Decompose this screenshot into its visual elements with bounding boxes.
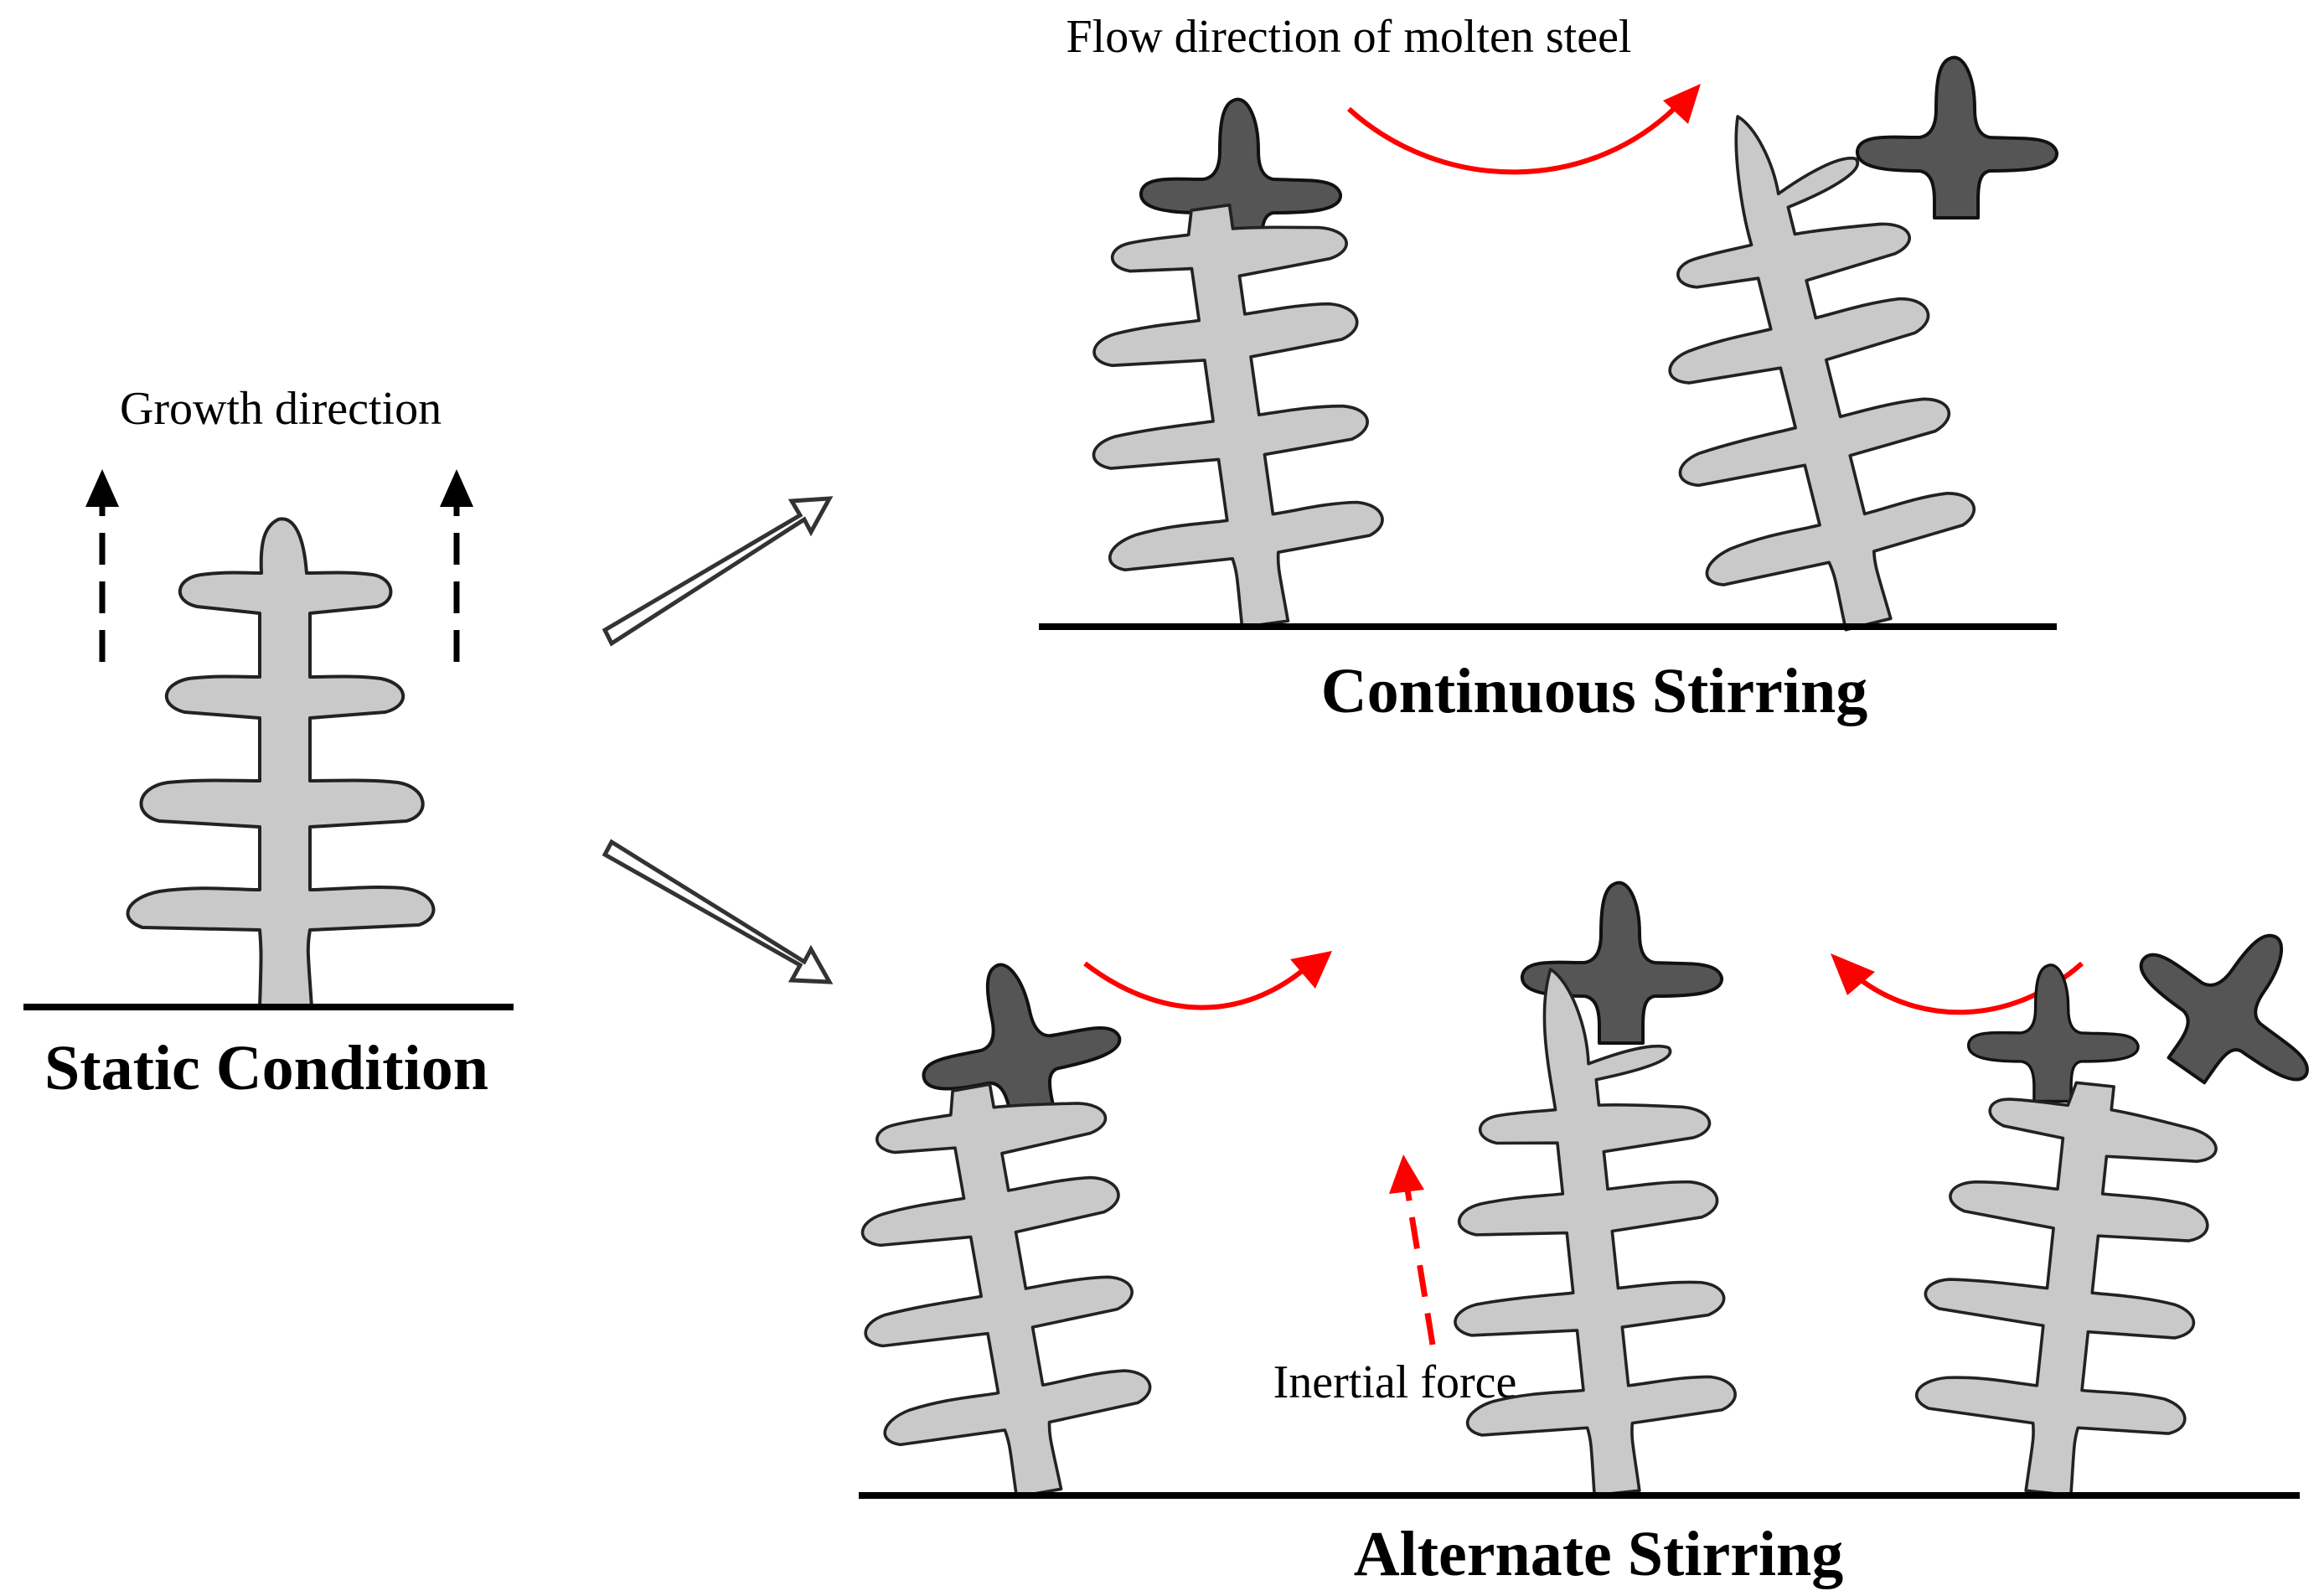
inertial-force-label: Inertial force bbox=[1273, 1356, 1517, 1408]
dendrite-alternate-right bbox=[1914, 1081, 2218, 1497]
dendrite-alternate-left bbox=[860, 1082, 1152, 1499]
dendrite-alternate-middle bbox=[1454, 968, 1737, 1497]
alternate-stirring-title: Alternate Stirring bbox=[1354, 1519, 1844, 1589]
transition-arrow-down bbox=[602, 839, 834, 984]
static-condition-panel: Growth direction Static Condition bbox=[23, 383, 514, 1103]
growth-direction-label: Growth direction bbox=[120, 383, 442, 435]
inertial-force-arrow bbox=[1389, 1154, 1436, 1345]
fragment-alternate-4 bbox=[2104, 880, 2319, 1130]
flow-arrow-continuous bbox=[1346, 84, 1701, 175]
static-dendrite bbox=[126, 517, 436, 1009]
dendrite-continuous-right bbox=[1668, 115, 1976, 632]
continuous-stirring-panel: Flow direction of molten steel Continuou… bbox=[1039, 11, 2059, 726]
alternate-stirring-panel: Inertial force Alternate Stirring bbox=[859, 880, 2319, 1589]
growth-arrow-right bbox=[440, 469, 473, 662]
growth-arrow-left bbox=[85, 469, 119, 662]
continuous-stirring-title: Continuous Stirring bbox=[1321, 656, 1868, 726]
fragment-continuous-right bbox=[1855, 55, 2059, 220]
flow-direction-label: Flow direction of molten steel bbox=[1067, 11, 1632, 63]
fragment-alternate-3 bbox=[1966, 963, 2140, 1103]
static-condition-title: Static Condition bbox=[44, 1033, 488, 1103]
dendrite-continuous-left bbox=[1092, 203, 1384, 629]
transition-arrow-up bbox=[602, 496, 834, 647]
flow-arrow-alternate-left bbox=[1083, 951, 1332, 1010]
